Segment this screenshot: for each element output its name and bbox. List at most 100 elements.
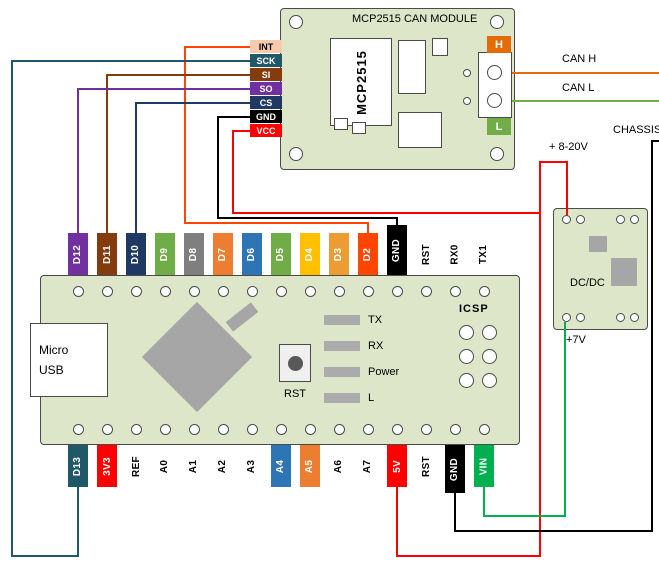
pin-label: REF (130, 455, 142, 477)
dcdc-terminal (616, 215, 625, 224)
dcdc-terminal (630, 215, 639, 224)
icsp-hole (458, 372, 474, 388)
input-voltage-label: + 8-20V (549, 141, 588, 153)
pin-top-rst: RST (416, 233, 436, 275)
pin-label: A1 (188, 459, 200, 473)
pin-bottom-rst: RST (416, 445, 436, 487)
dcdc-label: DC/DC (570, 277, 605, 289)
pin-hole-top (159, 285, 171, 297)
pin-label: RST (420, 455, 432, 477)
pin-hole-bottom (420, 423, 432, 435)
pin-hole-bottom (449, 423, 461, 435)
reset-label: RST (284, 388, 306, 400)
icsp-hole (481, 324, 497, 340)
pin-label: D4 (304, 247, 316, 261)
mcp2515-module-title: MCP2515 CAN MODULE (352, 13, 478, 25)
can-terminal-block (478, 52, 512, 118)
icsp-hole (458, 324, 474, 340)
pin-hole-top (449, 285, 461, 297)
pin-label: RX0 (449, 243, 461, 265)
led-tx-label: TX (368, 314, 383, 326)
pin-bottom-a2: A2 (213, 445, 233, 487)
pin-hole-bottom (478, 423, 490, 435)
terminal-l-label: L (487, 118, 511, 135)
dc-output-label: +7V (566, 334, 586, 346)
pin-hole-bottom (217, 423, 229, 435)
wire-int-to-d2 (184, 46, 369, 235)
led-rx-label: RX (368, 340, 384, 352)
mounting-hole (490, 147, 504, 161)
pin-hole-bottom (391, 423, 403, 435)
led-power-label: Power (368, 366, 400, 378)
wire-so-to-d12 (77, 88, 250, 235)
pin-label: D10 (130, 244, 142, 264)
pin-label: D3 (333, 247, 345, 261)
pin-bottom-a6: A6 (329, 445, 349, 487)
dcdc-terminal (630, 313, 639, 322)
module-pin-sck: SCK (250, 54, 282, 67)
icsp-hole (458, 348, 474, 364)
module-pin-so: SO (250, 82, 282, 95)
pin-hole-top (391, 285, 403, 297)
pin-label: TX1 (478, 244, 490, 264)
module-pin-si: SI (250, 68, 282, 81)
pin-top-d3: D3 (329, 233, 349, 275)
led-power (324, 367, 360, 377)
mcp2515-module-board (280, 8, 515, 170)
pin-top-tx1: TX1 (474, 233, 494, 275)
pin-label: A2 (217, 459, 229, 473)
pin-label: 3V3 (101, 456, 113, 476)
wire-7v-to-vin (483, 322, 566, 517)
pin-bottom-d13: D13 (68, 445, 88, 487)
wire-cs-to-d10 (135, 102, 250, 235)
pin-label: A0 (159, 459, 171, 473)
pin-bottom-5v: 5V (387, 445, 407, 487)
chassis-label: CHASSIS (613, 124, 659, 136)
pin-hole-top (420, 285, 432, 297)
led-l-label: L (368, 392, 375, 404)
mcp2515-chip: MCP2515 (330, 38, 392, 126)
usb-label-line2: USB (39, 363, 64, 377)
pin-label: D7 (217, 247, 229, 261)
terminal-screw-can-l (487, 93, 502, 108)
pin-top-d7: D7 (213, 233, 233, 275)
led-tx (324, 315, 360, 325)
pin-label: GND (391, 238, 403, 262)
icsp-label: ICSP (459, 303, 489, 315)
usb-label-line1: Micro (39, 343, 69, 357)
pin-top-d10: D10 (126, 233, 146, 275)
pin-label: D8 (188, 247, 200, 261)
wire-gnd-module (217, 116, 398, 227)
can-h-label: CAN H (562, 53, 597, 65)
pin-bottom-a7: A7 (358, 445, 378, 487)
pin-bottom-a0: A0 (155, 445, 175, 487)
mounting-hole (490, 15, 504, 29)
pin-label: A5 (304, 459, 316, 473)
pin-bottom-a4: A4 (271, 445, 291, 487)
arduino-nano-board (40, 275, 520, 445)
wire-sck-to-d13 (11, 60, 250, 557)
pin-hole-top (275, 285, 287, 297)
pin-bottom-ref: REF (126, 445, 146, 487)
pin-top-d11: D11 (97, 233, 117, 275)
module-pin-gnd: GND (250, 110, 282, 123)
pin-hole-bottom (246, 423, 258, 435)
pin-hole-bottom (275, 423, 287, 435)
pin-top-d4: D4 (300, 233, 320, 275)
pin-label: 5V (391, 459, 403, 473)
pin-bottom-a5: A5 (300, 445, 320, 487)
terminal-screw-can-h (487, 65, 502, 80)
pin-label: D12 (72, 244, 84, 264)
via-hole (463, 97, 471, 105)
pin-bottom-vin: VIN (474, 445, 494, 487)
dcdc-terminal (562, 313, 571, 322)
pin-hole-top (304, 285, 316, 297)
pin-hole-bottom (362, 423, 374, 435)
smd-component (352, 122, 366, 134)
pin-label: VIN (478, 457, 490, 475)
pin-top-d2: D2 (358, 233, 378, 275)
pin-bottom-gnd: GND (445, 445, 465, 493)
pin-label: A7 (362, 459, 374, 473)
pin-top-d12: D12 (68, 233, 88, 275)
